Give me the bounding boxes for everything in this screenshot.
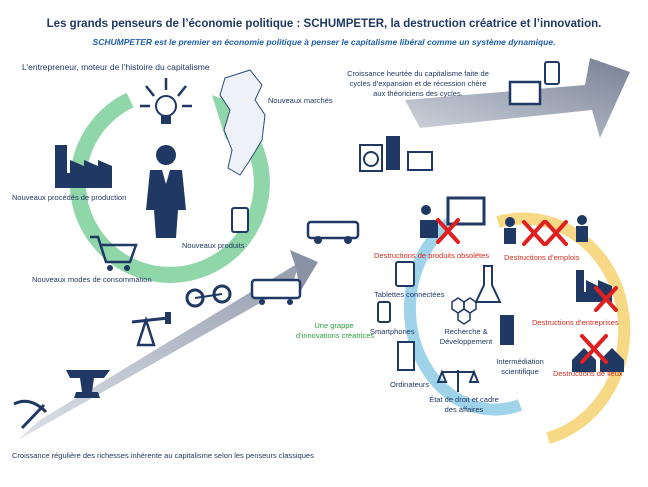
anvil-icon (66, 370, 110, 398)
innovation-cluster-line2: d’innovations créatrices (295, 331, 375, 340)
jerky-growth-line3: aux théoriciens des cycles. (373, 89, 463, 98)
balance-scale-icon (436, 369, 480, 392)
label-law-line1: État de droit et cadre (429, 395, 499, 404)
label-rnd-line1: Recherche & (444, 327, 488, 336)
destruction-companies: Destructions d’entreprises (532, 318, 619, 327)
label-rnd-line2: Développement (439, 337, 493, 346)
entrepreneur-heading: L’entrepreneur, moteur de l’histoire du … (22, 62, 210, 72)
map-icon (219, 69, 266, 176)
label-new-consumption: Nouveaux modes de consommation (32, 275, 152, 284)
destruction-jobs: Destructions d’emplois (504, 253, 580, 262)
gears-icon (185, 284, 232, 308)
destruction-places: Destructions de lieux (553, 369, 623, 378)
red-cross-icon (436, 218, 618, 364)
lightbulb-icon (140, 78, 192, 124)
label-computers: Ordinateurs (390, 380, 430, 389)
pickaxe-icon (13, 399, 48, 430)
factory-icon (55, 145, 112, 188)
tablet-icon (231, 207, 249, 233)
label-tablets: Tablettes connectées (374, 290, 445, 299)
oil-pump-icon (131, 312, 171, 347)
label-new-markets: Nouveaux marchés (268, 96, 333, 105)
label-intermediation-line1: Intermédiation (496, 357, 544, 366)
jerky-growth-line1: Croissance heurtée du capitalisme faite … (347, 69, 489, 78)
molecule-icon (451, 297, 477, 325)
shopping-cart-icon (90, 235, 138, 271)
regular-growth-caption: Croissance régulière des richesses inhér… (12, 451, 314, 460)
label-intermediation-line2: scientifique (501, 367, 539, 376)
label-law-line2: des affaires (444, 405, 484, 414)
page-title: Les grands penseurs de l’économie politi… (46, 18, 602, 30)
appliances-icon (359, 136, 433, 172)
scientist-icon (500, 315, 514, 345)
old-tv-icon (420, 196, 486, 238)
workers-icon (504, 215, 588, 244)
page-subtitle: SCHUMPETER est le premier en économie po… (92, 37, 556, 47)
label-smartphones: Smartphones (370, 327, 415, 336)
car-icon (306, 220, 360, 244)
smartphone-icon (377, 301, 391, 323)
connected-tablet-icon (395, 261, 415, 287)
train-icon (250, 278, 302, 305)
flask-icon (474, 265, 502, 303)
destruction-obsolete-products: Destructions de produits obsolètes (374, 251, 490, 260)
jerky-growth-line2: cycles d’expansion et de récession chère (349, 79, 487, 88)
innovation-cluster-line1: Une grappe (314, 321, 354, 330)
label-new-products: Nouveaux produits (182, 241, 245, 250)
monitor-icon (508, 61, 560, 106)
computer-icon (397, 341, 415, 371)
label-new-processes: Nouveaux procédés de production (12, 193, 127, 202)
entrepreneur-icon (146, 145, 186, 238)
